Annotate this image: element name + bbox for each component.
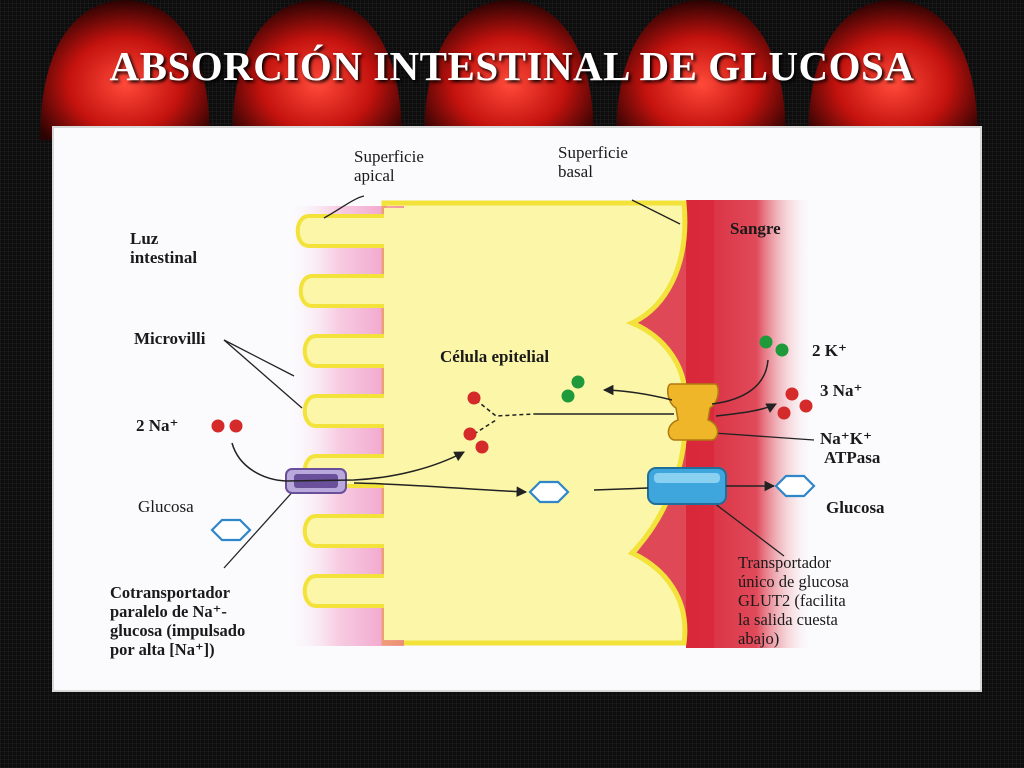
label-sangre: Sangre [730,219,781,238]
glucose-molecules [210,474,816,542]
microvilli-leader-1 [223,339,295,377]
label-3-na: 3 Na⁺ [820,381,863,400]
k-ion-cell-1 [571,375,585,389]
k-into-cell-arrow [602,384,673,401]
na-influx-arrow [231,442,465,482]
na-ion-blood-2 [799,399,813,413]
glut2-transporter [647,467,727,505]
basal-leader [631,199,681,225]
label-microvilli: Microvilli [134,329,206,348]
label-cotransportador-4: por alta [Na⁺]) [110,640,215,659]
microvillus-7 [302,574,399,608]
microvilli-group [295,214,399,608]
label-glucosa-left: Glucosa [138,497,194,516]
svg-text:Luz intestinal: Luz intestinal [130,229,197,267]
microvillus-4 [302,394,399,428]
flow-arrows [231,359,777,497]
label-glut2-5: abajo) [738,629,779,648]
k-from-blood-arrow [711,359,769,405]
svg-text:Cotransportador parale: Cotransportador paralelo de Na⁺- glucosa… [110,583,249,659]
glucose-absorption-diagram: Superficie apical Superficie basal Luz i… [110,143,885,659]
microvillus-1 [295,214,399,248]
glucose-cell [528,480,570,504]
na-ion-cell-2 [463,427,477,441]
apical-leader [323,195,365,219]
blood-interface [634,200,714,648]
na-ion-cell-1 [467,391,481,405]
arch-3 [424,0,594,140]
glucose-lumen [210,518,252,542]
label-luz-intestinal-2: intestinal [130,248,197,267]
glut2-leader [713,502,785,557]
label-2-k: 2 K⁺ [812,341,847,360]
glucose-blood [774,474,816,498]
na-ion-blood-1 [785,387,799,401]
atpase-leader [713,432,815,441]
k-ion-cell-2 [561,389,575,403]
arch-5 [808,0,978,140]
glucose-efflux-internal-arrow [593,487,649,491]
na-ion-lumen-1 [211,419,225,433]
k-ion-blood-2 [775,343,789,357]
label-glut2-3: GLUT2 (facilita [738,591,846,610]
epithelial-cell-body [381,200,688,646]
label-glut2-2: único de glucosa [738,572,850,591]
microvilli-leader-2 [223,339,303,409]
slide-title: ABSORCIÓN INTESTINAL DE GLUCOSA [109,43,915,89]
label-superficie-basal-2: basal [558,162,593,181]
label-cotransportador-3: glucosa (impulsado [110,621,245,640]
diagram-panel: Superficie apical Superficie basal Luz i… [52,126,982,692]
label-celula-epitelial: Célula epitelial [440,347,549,366]
cotransporter-leader [223,487,297,569]
svg-text:Na⁺K⁺ ATPasa: Na⁺K⁺ ATPasa [820,429,881,467]
na-to-blood-arrow [715,403,777,417]
label-atpasa-1: Na⁺K⁺ [820,429,872,448]
potassium-ions [561,335,789,403]
arch-1 [40,0,210,140]
na-ion-blood-3 [777,406,791,420]
svg-text:Superficie apical: Superficie apical [354,147,428,185]
label-glucosa-right: Glucosa [826,498,885,517]
na-k-atpase-pump [666,383,720,441]
label-atpasa-2: ATPasa [824,448,881,467]
decorative-arch-background [40,0,978,140]
microvillus-6 [302,514,399,548]
microvillus-3 [302,334,399,368]
label-cotransportador-1: Cotransportador [110,583,230,602]
label-glut2-1: Transportador [738,553,831,572]
leader-lines [223,195,815,569]
label-glut2-4: la salida cuesta [738,610,839,629]
label-superficie-apical-2: apical [354,166,395,185]
label-2-na: 2 Na⁺ [136,416,179,435]
microvillus-2 [298,274,399,308]
arch-2 [232,0,402,140]
label-cotransportador-2: paralelo de Na⁺- [110,602,227,621]
svg-text:Superficie basal: Superficie basal [558,143,632,181]
label-superficie-apical-1: Superficie [354,147,424,166]
svg-text:Transportador único de: Transportador único de glucosa GLUT2 (fa… [738,553,853,648]
na-ion-cell-3 [475,440,489,454]
blood-region [686,200,814,648]
na-ion-lumen-2 [229,419,243,433]
label-luz-intestinal-1: Luz [130,229,159,248]
glucose-influx-arrow [353,482,528,497]
label-superficie-basal-1: Superficie [558,143,628,162]
k-ion-blood-1 [759,335,773,349]
sodium-ions [211,387,813,454]
arch-4 [616,0,786,140]
na-dashed-converge [473,399,535,435]
microvilli-fill-cover [384,208,406,640]
